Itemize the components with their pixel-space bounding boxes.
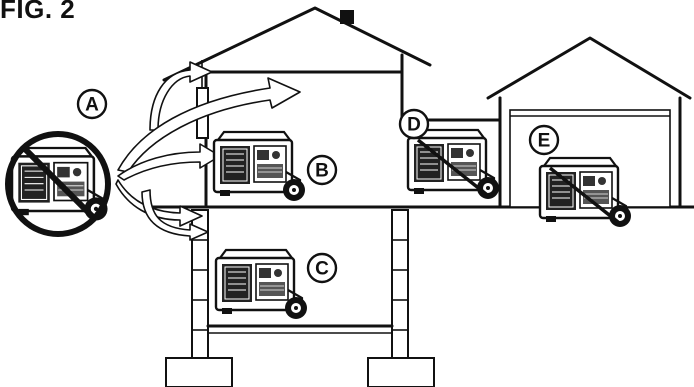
generator-d [408, 130, 499, 199]
callout-b: B [308, 156, 336, 184]
callout-d-label: D [407, 115, 421, 136]
generator-b [214, 132, 305, 201]
generator-e [540, 158, 631, 227]
house-chimney [340, 10, 354, 24]
callout-d: D [400, 110, 428, 138]
callout-b-label: B [315, 161, 329, 182]
generator-c [216, 250, 307, 319]
callout-c-label: C [315, 259, 329, 280]
callout-e: E [530, 126, 558, 154]
callout-a: A [78, 90, 106, 118]
callout-a-label: A [85, 95, 99, 116]
callout-c: C [308, 254, 336, 282]
callout-e-label: E [538, 131, 551, 152]
